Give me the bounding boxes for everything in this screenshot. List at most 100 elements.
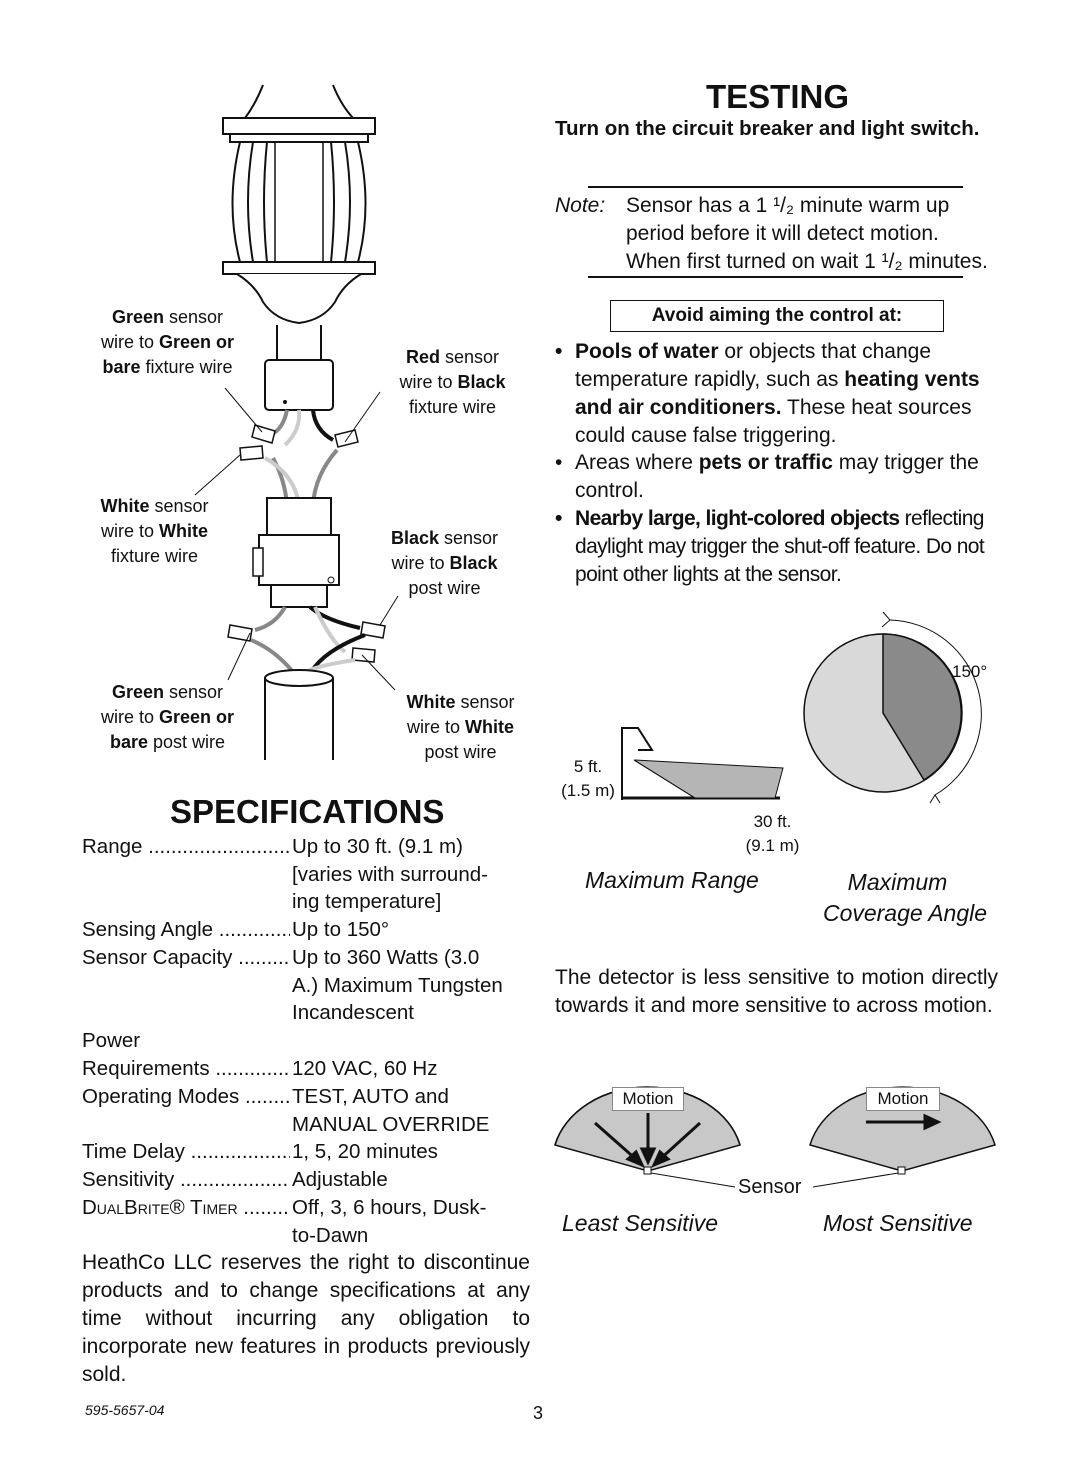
label-line: post wire [424, 742, 497, 762]
specifications-disclaimer: HeathCo LLC reserves the right to discon… [82, 1251, 530, 1386]
note-rule-top [588, 186, 963, 188]
least-sensor-marker [643, 1166, 652, 1175]
label-white-post: White sensor wire to White post wire [368, 690, 553, 765]
caption-angle-line1: Maximum [847, 869, 948, 895]
bullet-item-pets: • Areas where pets or traffic may trigge… [555, 449, 1000, 505]
specifications-title: SPECIFICATIONS [170, 793, 445, 830]
near-label: 5 ft. (1.5 m) [552, 755, 624, 803]
far-label-ft: 30 ft. [753, 812, 792, 831]
far-label-m: (9.1 m) [745, 836, 800, 855]
label-line: Black sensor [390, 528, 499, 548]
note-label: Note: [555, 194, 606, 217]
spec-key: Requirements [82, 1055, 290, 1083]
range-beam-edge [633, 759, 696, 799]
angle-arc [889, 619, 982, 796]
motion-label-right: Motion [866, 1087, 940, 1111]
label-line: Green sensor [111, 307, 224, 327]
label-line: wire to Black [399, 372, 506, 392]
wiring-illustration [222, 84, 386, 760]
label-red-fixture: Red sensor wire to Black fixture wire [360, 345, 545, 420]
testing-instruction: Turn on the circuit breaker and light sw… [555, 117, 980, 140]
far-label: 30 ft. (9.1 m) [735, 810, 810, 858]
bullet-text: Nearby large, light-colored objects refl… [575, 505, 1000, 589]
most-sensor-marker [897, 1166, 906, 1175]
bullet-rest: or objects that change temperature rapid… [575, 340, 932, 391]
bullet-dot: • [555, 340, 563, 363]
most-motion-arrow [866, 1113, 942, 1131]
caption-coverage-angle: Maximum Coverage Angle [790, 867, 1020, 929]
label-white-fixture: White sensor wire to White fixture wire [62, 494, 247, 569]
page-number: 3 [533, 1403, 544, 1423]
spec-row-requirements: Requirements120 VAC, 60 Hz [82, 1055, 532, 1083]
spec-row-capacity: Sensor CapacityUp to 360 Watts (3.0 A.) … [82, 944, 532, 1029]
label-line: White sensor [406, 692, 515, 712]
label-black-post: Black sensor wire to Black post wire [352, 526, 537, 601]
spec-key: Power [82, 1029, 141, 1052]
bullet-rest: Areas where [575, 451, 699, 474]
spec-row-angle: Sensing AngleUp to 150° [82, 916, 532, 944]
spec-row-timer: DualBrite® TimerOff, 3, 6 hours, Dusk- t… [82, 1194, 532, 1250]
bullet-dot: • [555, 451, 563, 474]
spec-row-sensitivity: SensitivityAdjustable [82, 1166, 532, 1194]
testing-title: TESTING [706, 78, 850, 115]
label-line: bare fixture wire [102, 357, 233, 377]
label-line: White sensor [100, 496, 209, 516]
coverage-diagram [621, 611, 982, 804]
near-label-m: (1.5 m) [561, 781, 615, 800]
caption-maximum-range: Maximum Range [585, 867, 759, 893]
sensitivity-text: The detector is less sensitive to motion… [555, 966, 998, 1017]
bullet-rest: reflecting daylight may trigger the shut… [575, 507, 985, 586]
near-label-ft: 5 ft. [573, 757, 603, 776]
leader-lines [194, 387, 399, 691]
spec-value: Off, 3, 6 hours, Dusk- to-Dawn [292, 1194, 532, 1249]
bullet-item-objects: • Nearby large, light-colored objects re… [555, 505, 1000, 589]
spec-value: Up to 360 Watts (3.0 A.) Maximum Tungste… [292, 944, 532, 1027]
spec-row-modes: Operating ModesTEST, AUTO and MANUAL OVE… [82, 1083, 532, 1139]
part-number: 595-5657-04 [85, 1402, 165, 1418]
spec-value: 1, 5, 20 minutes [292, 1138, 532, 1166]
spec-key: Time Delay [82, 1138, 290, 1166]
bullet-text: Pools of water or objects that change te… [575, 338, 1000, 450]
motion-label-left: Motion [612, 1087, 684, 1111]
note-rule-bottom [588, 276, 963, 278]
spec-value: Up to 150° [292, 916, 532, 944]
avoid-heading-box: Avoid aiming the control at: [610, 300, 944, 332]
sensitivity-diagram [554, 1086, 996, 1188]
spec-value: Adjustable [292, 1166, 532, 1194]
label-green-fixture: Green sensor wire to Green or bare fixtu… [70, 305, 265, 380]
spec-row-delay: Time Delay1, 5, 20 minutes [82, 1138, 532, 1166]
spec-key: Operating Modes [82, 1083, 290, 1111]
label-line: fixture wire [408, 397, 497, 417]
spec-value: Up to 30 ft. (9.1 m) [varies with surrou… [292, 833, 532, 916]
caption-angle-line2: Coverage Angle [822, 900, 988, 926]
bullet-bold: pets or traffic [698, 451, 833, 474]
label-line: bare post wire [109, 732, 226, 752]
spec-value: TEST, AUTO and MANUAL OVERRIDE [292, 1083, 532, 1138]
spec-key: Sensing Angle [82, 916, 290, 944]
bullet-text: Areas where pets or traffic may trigger … [575, 449, 1000, 505]
avoid-heading: Avoid aiming the control at: [651, 305, 903, 326]
caption-most-sensitive: Most Sensitive [823, 1210, 973, 1236]
spec-key: Sensor Capacity [82, 944, 290, 972]
label-line: wire to White [406, 717, 515, 737]
spec-row-power: Power [82, 1027, 532, 1055]
angle-label: 150° [952, 662, 988, 681]
bullet-rest: may trigger the control. [575, 451, 979, 502]
label-line: Green sensor [111, 682, 224, 702]
arc-arrow-top [881, 611, 891, 628]
sensor-label: Sensor [738, 1176, 802, 1198]
coverage-sector [882, 633, 962, 782]
arc-arrow-bottom [929, 794, 941, 804]
bullet-dot: • [555, 507, 563, 530]
label-line: fixture wire [110, 546, 199, 566]
note-text: Sensor has a 1 ¹/₂ minute warm up period… [626, 194, 988, 273]
label-line: wire to Black [391, 553, 498, 573]
spec-row-range: RangeUp to 30 ft. (9.1 m) [varies with s… [82, 833, 532, 918]
label-line: Red sensor [405, 347, 500, 367]
caption-least-sensitive: Least Sensitive [562, 1210, 718, 1236]
sensor-leader [650, 1172, 899, 1188]
bullet-bold: Nearby large, light-colored objects [575, 507, 900, 530]
spec-key: Range [82, 833, 290, 861]
spec-key: DualBrite® Timer [82, 1194, 290, 1222]
label-line: wire to White [100, 521, 209, 541]
